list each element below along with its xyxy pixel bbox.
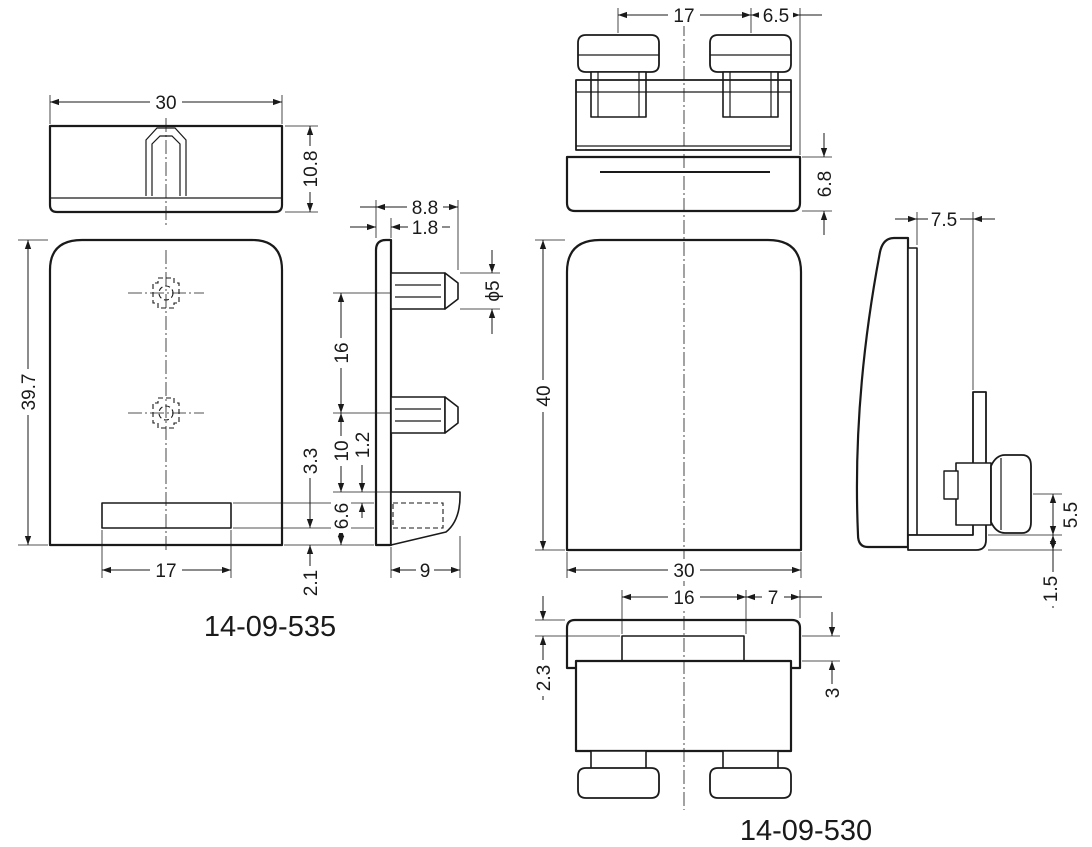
- dim-right-pitch: 17: [673, 6, 694, 27]
- dim-side-lip: 1.2: [353, 432, 374, 458]
- dim-side-foot: 9: [420, 561, 431, 582]
- dim-right-side-boss: 5.5: [1061, 502, 1082, 528]
- right-bottom-view: [565, 618, 802, 799]
- dim-right-bottom-lip: 2.3: [534, 665, 555, 691]
- screw-knob-bottom-right-icon: [709, 750, 792, 799]
- left-front-view: [48, 238, 284, 553]
- left-dimensions: 30 10.8 39.7 17 3.3: [18, 90, 504, 600]
- dim-left-top-width: 30: [155, 93, 176, 114]
- left-side-view: [374, 238, 461, 547]
- left-top-view: [48, 118, 284, 225]
- dim-right-side-base: 1.5: [1041, 576, 1062, 602]
- dim-right-front-width: 30: [673, 561, 694, 582]
- screw-knob-left-icon: [577, 34, 660, 118]
- model-number-right: 14-09-530: [740, 815, 872, 847]
- dim-right-edge: 6.5: [763, 6, 789, 27]
- screw-hole-lower-icon: [152, 397, 180, 429]
- dim-side-plate: 1.8: [412, 218, 438, 239]
- screw-knob-bottom-left-icon: [577, 750, 660, 799]
- part-14-09-535: 30 10.8 39.7 17 3.3: [18, 90, 504, 643]
- dim-right-bottom-pitch: 16: [673, 588, 694, 609]
- screw-hole-upper-icon: [152, 277, 180, 309]
- dim-left-front-height: 39.7: [19, 374, 40, 411]
- dim-left-slot-height: 6.6: [332, 503, 353, 529]
- dim-left-slot-gap: 3.3: [301, 448, 322, 474]
- right-dimensions: 17 6.5 6.8 40 30: [533, 4, 1082, 702]
- dim-side-pin-pitch: 16: [332, 342, 353, 363]
- dim-left-slot-width: 17: [155, 561, 176, 582]
- dim-side-depth: 8.8: [412, 198, 438, 219]
- dim-side-pin-diameter: ϕ5: [483, 280, 504, 301]
- right-front-view: [565, 238, 803, 552]
- dim-right-cap-height: 6.8: [815, 171, 836, 197]
- dim-right-bottom-step: 3: [823, 688, 844, 699]
- dim-right-bottom-edge: 7: [768, 588, 779, 609]
- dim-side-pin-offset: 10: [332, 440, 353, 461]
- dim-right-front-height: 40: [534, 385, 555, 406]
- part-14-09-530: 17 6.5 6.8 40 30: [533, 4, 1082, 847]
- right-top-view: [565, 34, 802, 213]
- dim-left-bottom-offset: 2.1: [301, 570, 322, 596]
- right-side-view: [855, 236, 1032, 551]
- dim-right-side-depth: 7.5: [931, 210, 957, 231]
- model-number-left: 14-09-535: [204, 611, 336, 643]
- screw-knob-right-icon: [709, 34, 792, 118]
- dim-left-top-height: 10.8: [301, 151, 322, 188]
